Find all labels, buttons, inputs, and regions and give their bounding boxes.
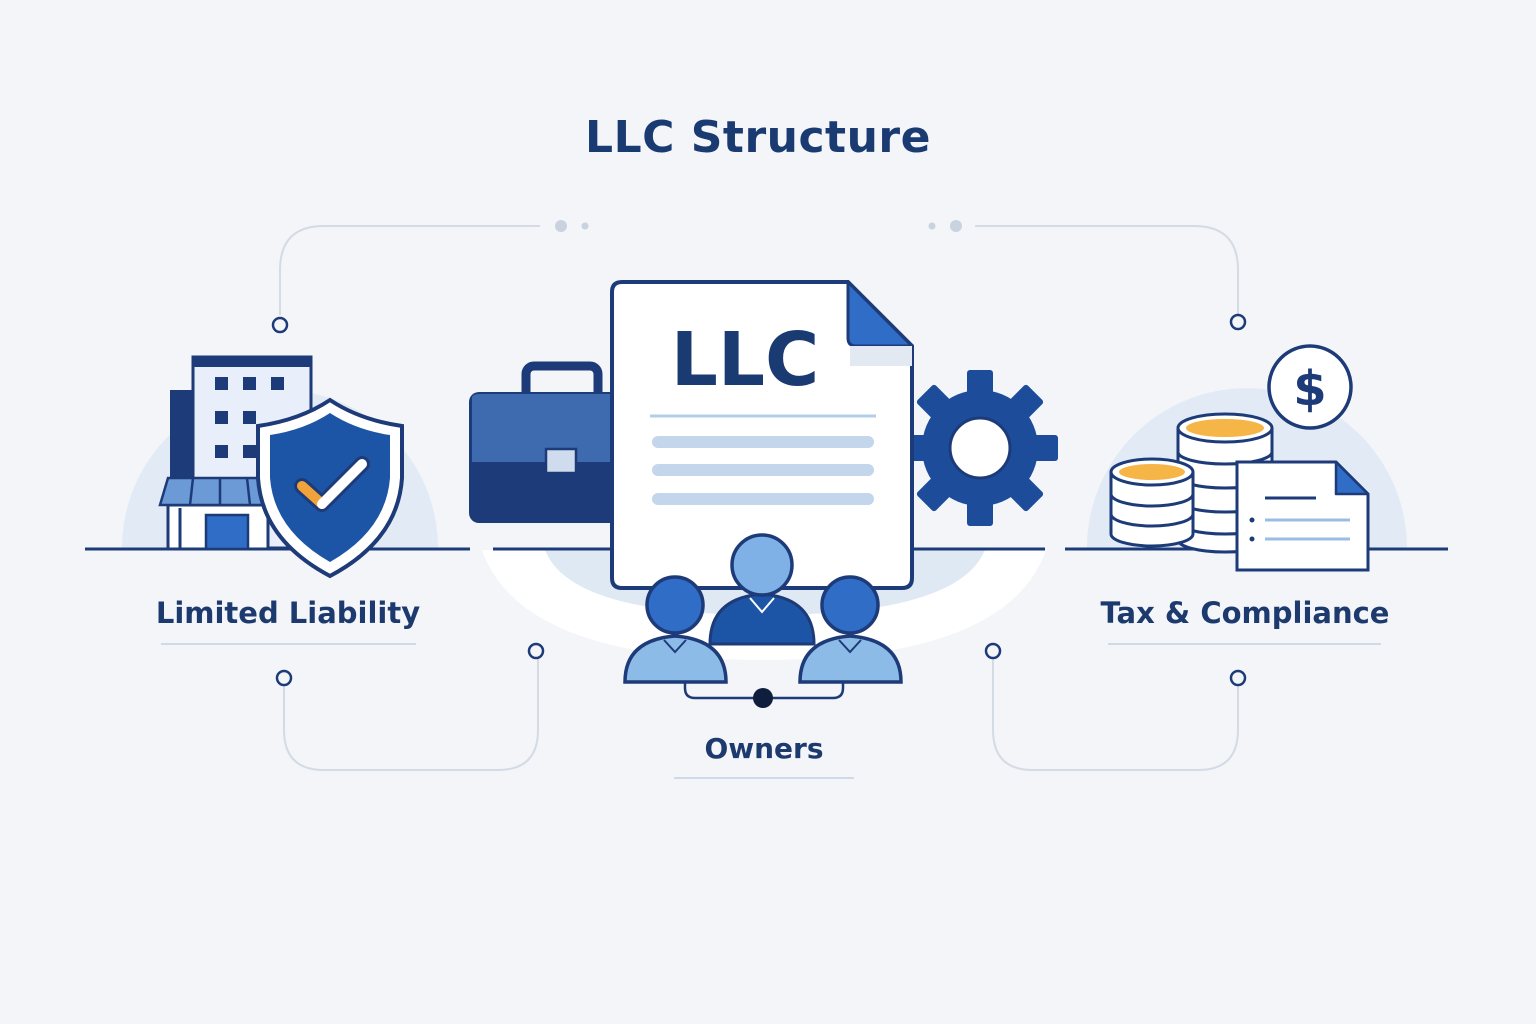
storefront-icon — [158, 476, 277, 551]
svg-text:$: $ — [1293, 361, 1326, 417]
dollar-circle-icon: $ — [1267, 344, 1353, 430]
briefcase-icon — [469, 361, 644, 523]
document-heading: LLC — [671, 317, 820, 403]
gear-icon — [902, 370, 1058, 526]
connector-bottom-left — [283, 658, 539, 771]
connector-bottom-right — [992, 658, 1239, 771]
document-icon: LLC — [610, 280, 914, 590]
connector-nodes — [271, 313, 1247, 687]
connector-top-left — [279, 225, 540, 315]
diagram-title: LLC Structure — [585, 112, 931, 163]
connector-top-right — [975, 225, 1239, 315]
tax-compliance-label: Tax & Compliance — [1100, 596, 1390, 630]
connector-dots — [555, 220, 962, 232]
tax-compliance-underline — [1108, 643, 1381, 645]
limited-liability-underline — [161, 643, 416, 645]
limited-liability-label: Limited Liability — [155, 596, 421, 630]
shield-check-icon — [256, 397, 404, 579]
connector-lines — [279, 225, 1239, 771]
people-group-icon — [623, 533, 903, 708]
owners-label: Owners — [704, 732, 824, 765]
owners-underline — [674, 777, 854, 779]
report-document-icon — [1235, 460, 1370, 572]
